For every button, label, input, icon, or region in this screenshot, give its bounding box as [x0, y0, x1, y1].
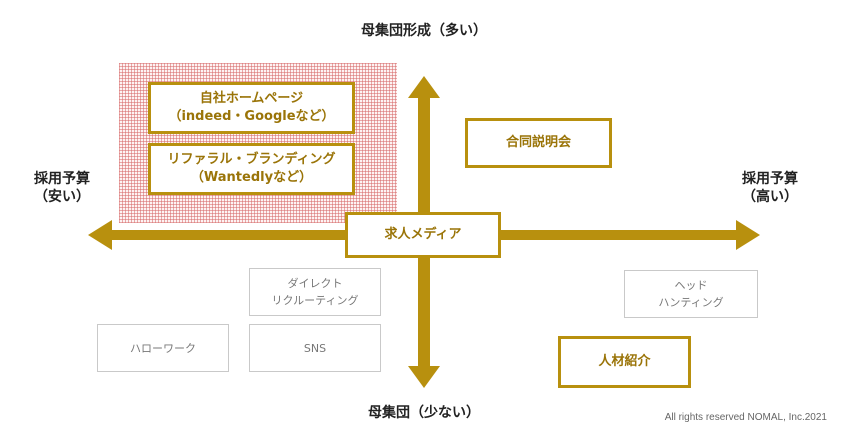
axis-left-label: 採用予算 （安い）	[14, 170, 110, 206]
box-referral-branding: リファラル・ブランディング （Wantedlyなど）	[148, 143, 355, 195]
box-headhunting: ヘッド ハンティング	[624, 270, 758, 318]
box-job-media: 求人メディア	[345, 212, 501, 258]
axis-right-label: 採用予算 （高い）	[722, 170, 818, 206]
axis-left-line1: 採用予算	[34, 171, 90, 187]
arrow-left	[88, 220, 112, 250]
arrow-up	[408, 76, 440, 98]
axis-top-label: 母集団形成（多い）	[361, 23, 487, 39]
box-referral-line2: （Wantedlyなど）	[190, 170, 313, 185]
box-own-homepage-line1: 自社ホームページ	[199, 91, 304, 106]
arrow-right	[736, 220, 760, 250]
copyright-text: All rights reserved NOMAL, Inc.2021	[664, 412, 827, 423]
box-direct-recruiting: ダイレクト リクルーティング	[249, 268, 381, 316]
box-direct-line2: リクルーティング	[271, 294, 359, 307]
box-own-homepage: 自社ホームページ （indeed・Googleなど）	[148, 82, 355, 134]
axis-left-line2: （安い）	[34, 189, 90, 205]
box-headhunting-line2: ハンティング	[658, 296, 724, 309]
box-hellowork: ハローワーク	[97, 324, 229, 372]
box-direct-line1: ダイレクト	[287, 277, 343, 290]
arrow-down	[408, 366, 440, 388]
box-referral-line1: リファラル・ブランディング	[167, 152, 336, 167]
axis-right-line2: （高い）	[742, 189, 798, 205]
box-sns: SNS	[249, 324, 381, 372]
box-own-homepage-line2: （indeed・Googleなど）	[168, 109, 335, 124]
axis-right-line1: 採用予算	[742, 171, 798, 187]
box-staffing-intro: 人材紹介	[558, 336, 691, 388]
box-headhunting-line1: ヘッド	[674, 279, 708, 292]
box-joint-briefing: 合同説明会	[465, 118, 612, 168]
axis-bottom-label: 母集団（少ない）	[368, 405, 480, 421]
